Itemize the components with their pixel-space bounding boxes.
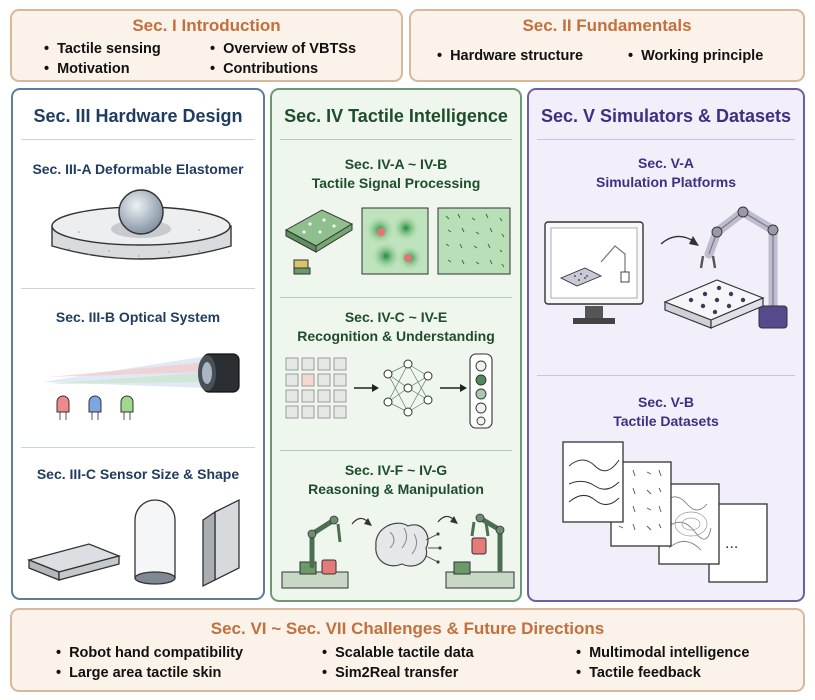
sec6-bullet-sim2real: Sim2Real transfer: [322, 665, 458, 681]
sec4-box: Sec. IV Tactile Intelligence Sec. IV-A ~…: [270, 88, 522, 602]
sec6-bullet-scalable-data: Scalable tactile data: [322, 645, 474, 661]
sec2-bullet-working-principle: Working principle: [628, 48, 763, 64]
simulation-platform-illustration: [544, 206, 788, 329]
sec4-title: Sec. IV Tactile Intelligence: [284, 106, 508, 126]
sec5-box: Sec. V Simulators & Datasets Sec. V-A Si…: [527, 88, 805, 602]
sec4-divider-top: [280, 139, 512, 140]
sec6-box: Sec. VI ~ Sec. VII Challenges & Future D…: [10, 608, 805, 692]
reasoning-manipulation-illustration: [281, 513, 515, 589]
sec2-box: Sec. II Fundamentals Hardware structure …: [409, 9, 805, 82]
sec4fg-title-2: Reasoning & Manipulation: [308, 481, 484, 497]
sec6-bullet-multimodal: Multimodal intelligence: [576, 645, 749, 661]
sec5b-title-1: Sec. V-B: [637, 394, 695, 410]
sec6-bullet-large-area-skin: Large area tactile skin: [56, 665, 221, 681]
sec5-divider-top: [537, 139, 795, 140]
sec1-title: Sec. I Introduction: [132, 16, 281, 35]
sec3-divider-top: [21, 139, 255, 140]
sec2-title: Sec. II Fundamentals: [522, 16, 692, 35]
sec5a-title-1: Sec. V-A: [637, 155, 695, 171]
sec4-divider-ab-ce: [280, 297, 512, 298]
sec6-bullet-robot-hand: Robot hand compatibility: [56, 645, 243, 661]
sec3a-title: Sec. III-A Deformable Elastomer: [32, 161, 244, 177]
tactile-datasets-illustration: [562, 441, 768, 583]
sec3b-title: Sec. III-B Optical System: [55, 309, 221, 325]
sec4ab-title-2: Tactile Signal Processing: [311, 175, 481, 191]
sec1-bullet-motivation: Motivation: [44, 61, 130, 77]
sec6-bullet-tactile-feedback: Tactile feedback: [576, 665, 701, 681]
sec3-divider-ab: [21, 288, 255, 289]
sec5-divider-ab: [537, 375, 795, 376]
sec1-bullet-tactile-sensing: Tactile sensing: [44, 41, 161, 57]
sec5-title: Sec. V Simulators & Datasets: [540, 106, 792, 126]
sec4fg-title-1: Sec. IV-F ~ IV-G: [344, 462, 448, 478]
sec4ab-title-1: Sec. IV-A ~ IV-B: [344, 156, 448, 172]
sec3-divider-bc: [21, 447, 255, 448]
sec1-bullet-contributions: Contributions: [210, 61, 318, 77]
optical-system-illustration: [43, 353, 240, 420]
deformable-elastomer-illustration: [51, 189, 232, 260]
sec5a-title-2: Simulation Platforms: [595, 174, 737, 190]
dataset-ellipsis: ...: [725, 535, 739, 552]
sec4-divider-ce-fg: [280, 450, 512, 451]
sec4ce-title-2: Recognition & Understanding: [297, 328, 495, 344]
sec3c-title: Sec. III-C Sensor Size & Shape: [36, 466, 240, 482]
sec5b-title-2: Tactile Datasets: [613, 413, 719, 429]
sec3-title: Sec. III Hardware Design: [33, 106, 243, 126]
sec4ce-title-1: Sec. IV-C ~ IV-E: [344, 309, 448, 325]
sec2-bullet-hardware-structure: Hardware structure: [437, 48, 583, 64]
sec6-title: Sec. VI ~ Sec. VII Challenges & Future D…: [210, 619, 605, 638]
sec1-bullet-overview: Overview of VBTSs: [210, 41, 356, 57]
sensor-shapes-illustration: [26, 498, 240, 588]
sec3-box: Sec. III Hardware Design Sec. III-A Defo…: [11, 88, 265, 600]
recognition-pipeline-illustration: [285, 353, 493, 429]
tactile-signal-images: [284, 207, 511, 275]
sec1-box: Sec. I Introduction Tactile sensing Over…: [10, 9, 403, 82]
